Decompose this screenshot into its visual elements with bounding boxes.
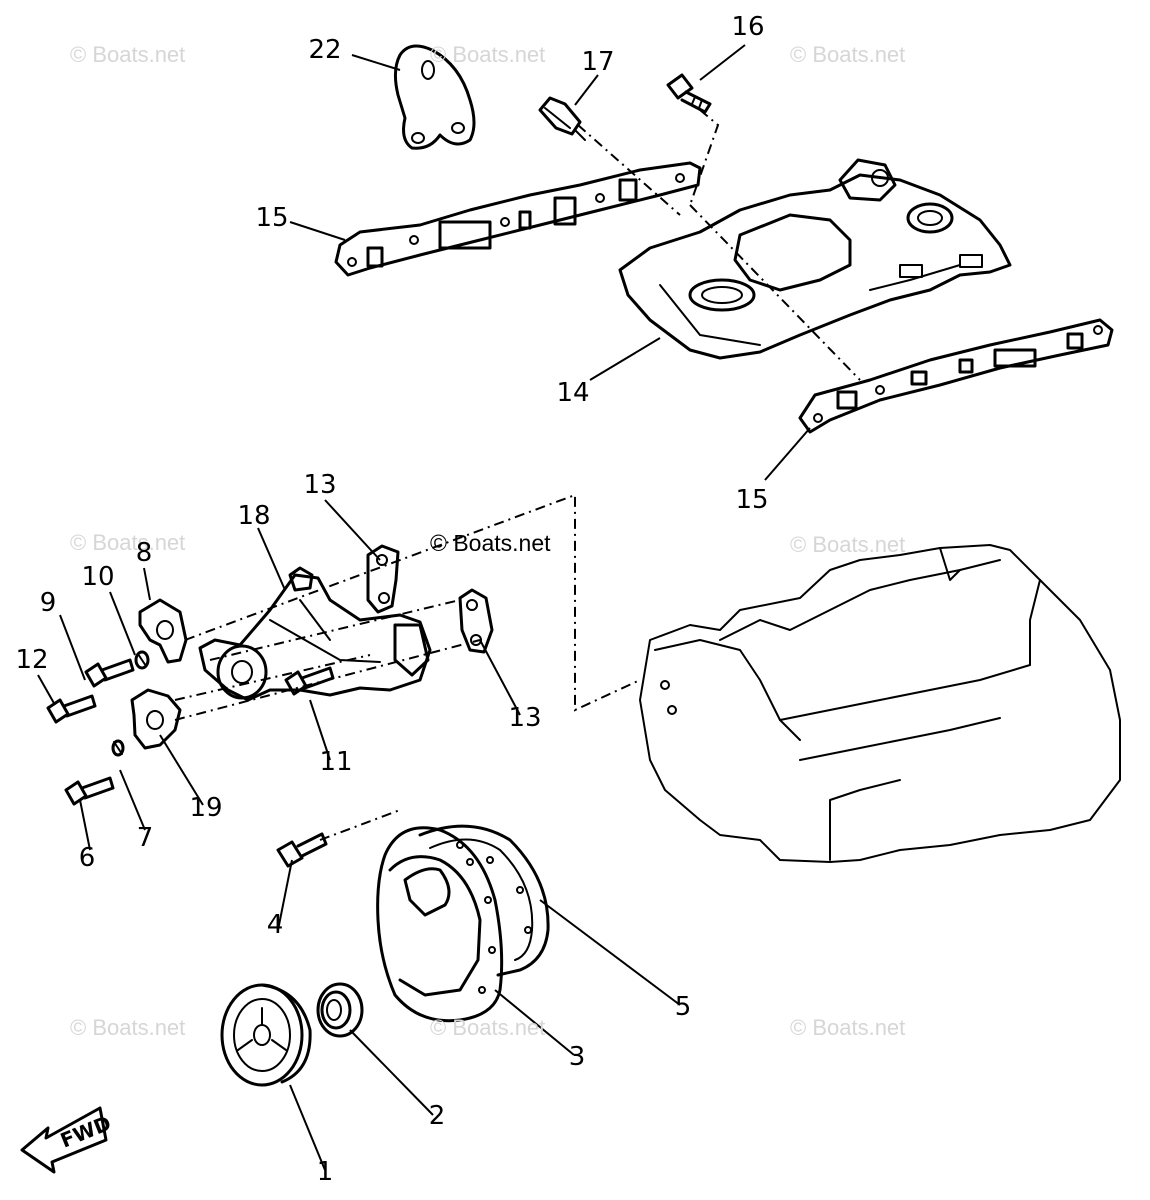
- bolt-4: [276, 832, 328, 868]
- fwd-arrow: [20, 1106, 108, 1174]
- water-pump-18: [198, 566, 432, 702]
- callout-13-lower: 13: [508, 703, 542, 733]
- bolt-9: [84, 658, 135, 688]
- intake-manifold-14: [618, 158, 1012, 360]
- bolt-6: [64, 776, 115, 806]
- callout-2: 2: [428, 1101, 446, 1131]
- bracket-22: [393, 44, 476, 150]
- callout-16: 16: [731, 12, 765, 42]
- callout-4: 4: [266, 910, 284, 940]
- bolt-12: [46, 694, 97, 724]
- callout-3: 3: [568, 1042, 586, 1072]
- callout-11: 11: [319, 747, 353, 777]
- watermark: © Boats.net: [790, 42, 906, 67]
- bolt-16: [666, 73, 712, 114]
- callout-15-lower: 15: [735, 485, 769, 515]
- callout-8: 8: [135, 538, 153, 568]
- callout-14: 14: [556, 378, 590, 408]
- callout-6: 6: [78, 843, 96, 873]
- watermark-center: © Boats.net: [430, 530, 551, 556]
- gasket-13-upper: [366, 544, 400, 614]
- oil-seal-2: [316, 982, 364, 1038]
- callout-1: 1: [316, 1157, 334, 1187]
- callout-5: 5: [674, 992, 692, 1022]
- gasket-15-lower: [798, 318, 1114, 434]
- callout-19: 19: [189, 793, 223, 823]
- callout-17: 17: [581, 47, 615, 77]
- watermark: © Boats.net: [790, 1015, 906, 1040]
- callout-12: 12: [15, 645, 49, 675]
- washer-10: [134, 650, 150, 670]
- clamp-8: [138, 598, 188, 664]
- gasket-15-upper: [334, 161, 702, 277]
- watermark: © Boats.net: [70, 1015, 186, 1040]
- gasket-13-lower: [458, 588, 494, 654]
- watermark: © Boats.net: [70, 530, 186, 555]
- sensor-17: [538, 96, 586, 141]
- watermark: © Boats.net: [430, 1015, 546, 1040]
- callout-22: 22: [308, 35, 342, 65]
- callout-18: 18: [237, 501, 271, 531]
- bolt-11: [284, 666, 335, 696]
- clamp-19: [130, 688, 182, 750]
- callout-10: 10: [81, 562, 115, 592]
- callout-7: 7: [136, 823, 154, 853]
- callout-9: 9: [39, 588, 57, 618]
- watermark: © Boats.net: [790, 532, 906, 557]
- callout-13-upper: 13: [303, 470, 337, 500]
- washer-7: [111, 739, 125, 757]
- callout-15-upper: 15: [255, 203, 289, 233]
- front-cover-3: [376, 826, 504, 1023]
- watermark: © Boats.net: [430, 42, 546, 67]
- engine-block: [639, 544, 1121, 863]
- leader-lines: [37, 44, 811, 1171]
- balancer-1: [220, 983, 312, 1087]
- watermark: © Boats.net: [70, 42, 186, 67]
